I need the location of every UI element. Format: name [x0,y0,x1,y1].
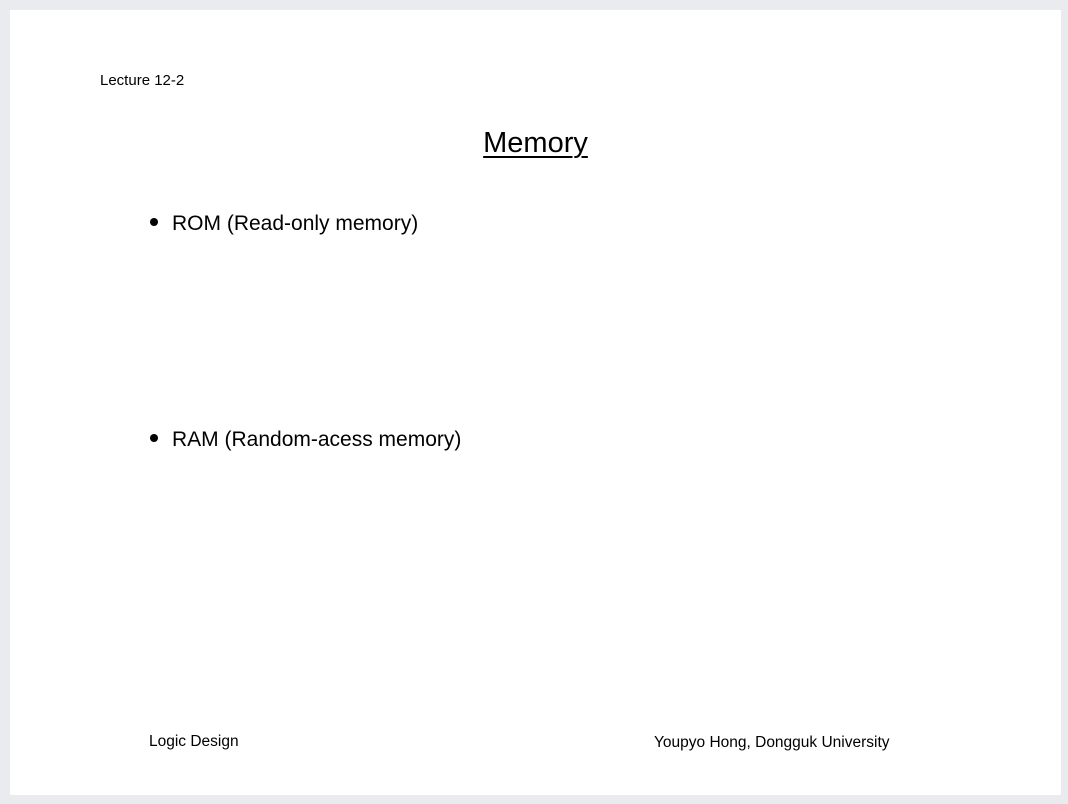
slide-title-text: Memory [483,127,588,159]
slide: Lecture 12-2 Memory ROM (Read-only memor… [10,10,1061,795]
bullet-text-ram: RAM (Random-acess memory) [172,428,462,451]
bullet-dot-icon [150,434,158,442]
lecture-number-label: Lecture 12-2 [100,72,185,89]
slide-title: Memory [10,126,1061,160]
bullet-item-ram: RAM (Random-acess memory) [150,427,461,453]
bullet-item-rom: ROM (Read-only memory) [150,211,418,237]
footer-course-name: Logic Design [149,733,239,750]
footer-author-affiliation: Youpyo Hong, Dongguk University [654,734,890,751]
bullet-text-rom: ROM (Read-only memory) [172,212,419,235]
bullet-dot-icon [150,218,158,226]
